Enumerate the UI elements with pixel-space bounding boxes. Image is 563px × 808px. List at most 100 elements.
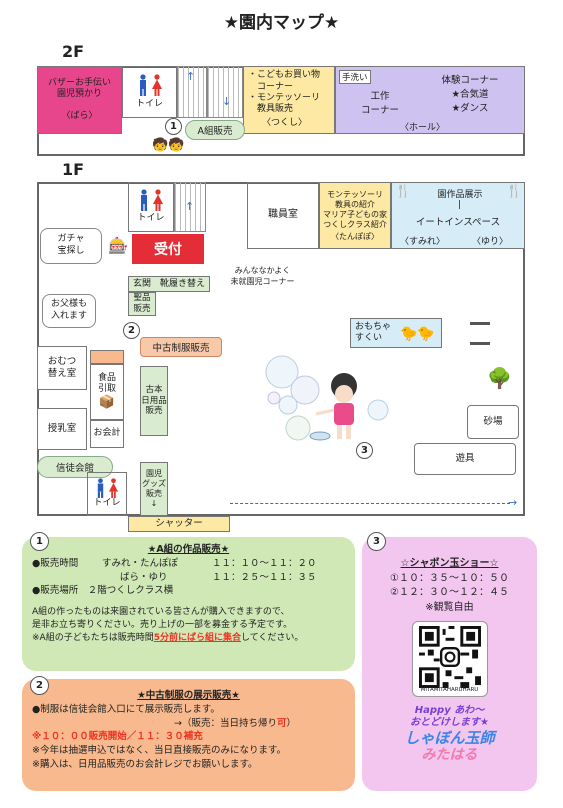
- logo-line-3: しゃぼん玉師: [404, 729, 495, 747]
- arrow-down-icon: ↓: [222, 95, 232, 108]
- panel1-place: ●販売場所 ２階つくしクラス横: [32, 585, 174, 597]
- kousaku-corner: 工作 コーナー: [355, 88, 405, 116]
- panel3-number: 3: [367, 532, 386, 551]
- taiken-line-2: ★合気道: [451, 89, 489, 100]
- arrow-up-icon: ↑: [186, 70, 196, 83]
- shutter[interactable]: シャッター: [128, 516, 230, 532]
- room-sumire-yuri[interactable]: [391, 182, 525, 249]
- taiken-line-1: 体験コーナー: [441, 75, 499, 86]
- panel1-row1-time: １１：１０～１１：２０: [212, 557, 317, 569]
- arrow-right-icon: →: [508, 496, 518, 509]
- taiken-corner: 体験コーナー ★合気道 ★ダンス: [420, 72, 520, 114]
- toilet-1f-south[interactable]: トイレ: [87, 472, 127, 516]
- panel1-title: ★A組の作品販売★: [147, 544, 230, 555]
- nursing-room[interactable]: 授乳室: [37, 408, 87, 450]
- hall-label: 〈ホール〉: [400, 123, 446, 133]
- kousaku-line-2: コーナー: [360, 105, 399, 116]
- instagram-qr-code[interactable]: MITAMITAHARUHARU: [411, 621, 488, 697]
- gacha-machine-icon: 🎰: [108, 236, 128, 255]
- panel1-note: ※A組の子どもたちは販売時間5分前にばら組に集合してください。: [32, 632, 345, 645]
- panel1-row2-time: １１：２５～１１：３５: [212, 571, 317, 583]
- toilet-1f-south-label: トイレ: [93, 498, 121, 509]
- food-header-block: [90, 350, 124, 364]
- panel3-title: ☆シャボン玉ショー☆: [400, 558, 499, 569]
- qr-caption: MITAMITAHARUHARU: [420, 687, 479, 694]
- bubble-girl-illustration: [265, 355, 389, 441]
- yugu-label: 遊具: [455, 453, 475, 465]
- toilet-1f-label: トイレ: [137, 213, 165, 224]
- reception-desk[interactable]: 受付: [132, 234, 204, 264]
- yuri-label: 〈ゆり〉: [472, 237, 509, 247]
- father-line-2: 入れます: [50, 311, 87, 321]
- floor-2f-label: 2F: [62, 42, 85, 61]
- stairs-1f: [174, 182, 206, 232]
- panel1-row2: ばら・ゆり １１：２５～１１：３５: [32, 571, 345, 585]
- toy-scoop[interactable]: おもちゃ すくい: [350, 318, 442, 348]
- seihin-shop[interactable]: 聖品 販売: [128, 292, 156, 316]
- kids-goods-shop[interactable]: 園児 グッズ 販売 ↓: [140, 462, 168, 516]
- a-sale-label[interactable]: A組販売: [185, 120, 245, 140]
- mirai-line-2: 未就園児コーナー: [230, 277, 295, 286]
- eat-in-label: イートインスペース: [415, 217, 501, 228]
- panel2-line2-post: ）: [286, 717, 296, 729]
- toys-line-2: すくい: [355, 333, 383, 343]
- goods-line-3: 販売: [146, 489, 162, 498]
- father-line-1: お父様も: [50, 299, 87, 310]
- panel-uniform-sale: ★中古制服の展示販売★ ●制服は信徒会館入口にて展示販売します。 →（販売：当日…: [22, 679, 355, 791]
- toilet-1f[interactable]: トイレ: [128, 182, 174, 232]
- furugi-line-1: 古本: [145, 385, 163, 396]
- omutsu-line-1: おむつ: [47, 356, 77, 368]
- panel2-number: 2: [30, 676, 49, 695]
- toilet-icon: [95, 478, 119, 499]
- toilet-2f[interactable]: トイレ: [122, 66, 177, 118]
- sumire-label: 〈すみれ〉: [400, 237, 446, 247]
- panel1-note-post: してください。: [240, 633, 304, 644]
- tree-icon: 🌳: [487, 366, 512, 390]
- room-bara[interactable]: バザーお手伝い 園児預かり 〈ばら〉: [37, 66, 122, 134]
- wall-segment: [470, 322, 490, 325]
- used-goods-shop[interactable]: 古本 日用品 販売: [140, 366, 168, 436]
- staff-room[interactable]: 職員室: [247, 182, 319, 249]
- toys-line-1: おもちゃ: [355, 321, 392, 332]
- page-title: ★園内マップ★: [223, 13, 340, 33]
- food-pickup[interactable]: 食品 引取 📦: [90, 364, 124, 420]
- exhibit-label: 園作品展示: [437, 190, 483, 200]
- panel2-line-2: →（販売：当日持ち帰り可）: [32, 717, 345, 731]
- panel2-line-3: ※１０：００販売開始／１１：３０補充: [32, 731, 203, 743]
- seihin-line-2: 販売: [133, 304, 151, 314]
- food-line-2: 引取: [97, 383, 116, 394]
- panel2-line-5: ※購入は、日用品販売のお会計レジでお願いします。: [32, 758, 258, 770]
- room-tsukushi[interactable]: ・こどもお買い物 コーナー ・モンテッソーリ 教具販売 〈つくし〉: [243, 66, 335, 134]
- panel-bubble-show: ☆シャボン玉ショー☆ ①１０：３５～１０：５０ ②１２：３０～１２：４５ ※観覧…: [362, 537, 537, 791]
- omutsu-line-2: 替え室: [47, 368, 77, 379]
- monte-line-2: 教具の紹介: [335, 199, 375, 209]
- playground-equipment[interactable]: 遊具: [414, 443, 516, 475]
- diaper-room[interactable]: おむつ 替え室: [37, 346, 87, 390]
- genkan[interactable]: 玄関 靴履き替え: [128, 276, 210, 292]
- floor-1f-label: 1F: [62, 160, 85, 179]
- panel1-row1-classes: すみれ・たんぽぽ: [102, 557, 179, 569]
- panel3-free: ※観覧自由: [425, 601, 474, 613]
- sandbox[interactable]: 砂場: [467, 405, 519, 439]
- checkout[interactable]: お会計: [90, 420, 124, 448]
- panel2-title: ★中古制服の展示販売★: [137, 690, 240, 701]
- room-tanpopo[interactable]: モンテッソーリ 教具の紹介 マリア子どもの家 つくしクラス紹介 〈たんぽぽ〉: [319, 182, 391, 249]
- seihin-line-1: 聖品: [133, 293, 151, 304]
- monte-line-4: つくしクラス紹介: [323, 219, 387, 229]
- toilet-2f-label: トイレ: [135, 98, 163, 109]
- sandbox-label: 砂場: [483, 416, 503, 428]
- panel2-line-4: ※今年は抽選申込ではなく、当日直接販売のみになります。: [32, 745, 287, 757]
- gacha-line-1: ガチャ: [57, 234, 85, 245]
- panel1-number: 1: [30, 532, 49, 551]
- bara-label: 〈ばら〉: [61, 110, 98, 121]
- arrow-up-icon: ↑: [185, 200, 195, 213]
- tsukushi-line-2: コーナー: [248, 81, 294, 92]
- goods-line-4: ↓: [150, 499, 158, 508]
- panel1-row1: ●販売時間 すみれ・たんぽぽ １１：１０～１１：２０: [32, 557, 345, 571]
- monte-line-1: モンテッソーリ: [327, 189, 383, 199]
- tsukushi-label: 〈つくし〉: [262, 118, 308, 129]
- panel2-line-1: ●制服は信徒会館入口にて展示販売します。: [32, 703, 220, 715]
- panel1-time-label: ●販売時間: [32, 557, 79, 569]
- uniform-sale-label[interactable]: 中古制服販売: [140, 337, 222, 357]
- panel1-note-red: 5分前にばら組に集合: [153, 633, 241, 644]
